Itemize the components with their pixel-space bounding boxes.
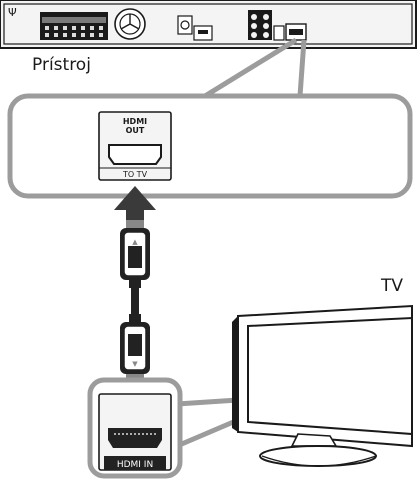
hdmi-out-port: HDMI OUT TO TV xyxy=(98,111,172,181)
speaker-terminals xyxy=(40,12,108,40)
hdmi-out-port-small xyxy=(285,23,307,41)
device-label: Prístroj xyxy=(32,55,91,75)
av-jacks xyxy=(248,10,285,41)
hdmi-out-label-line2: OUT xyxy=(126,126,145,135)
hdmi-out-label-line1: HDMI xyxy=(123,117,147,126)
svg-text:▲: ▲ xyxy=(132,238,138,246)
tv-label: TV xyxy=(381,276,404,296)
hdmi-in-port: HDMI IN xyxy=(98,393,172,471)
hdmi-cable: ▲ ▼ xyxy=(120,228,150,374)
svg-text:▼: ▼ xyxy=(132,360,138,368)
cable-plug-top: ▲ xyxy=(120,228,150,288)
tv-icon xyxy=(232,304,413,467)
device-rear-panel: Ψ xyxy=(0,0,417,49)
cable-plug-bottom: ▼ xyxy=(120,314,150,374)
arrow-up-icon xyxy=(114,186,156,228)
fan-icon xyxy=(114,8,146,40)
hdmi-in-caption: HDMI IN xyxy=(117,460,153,470)
to-tv-caption: TO TV xyxy=(122,170,148,179)
svg-text:Ψ: Ψ xyxy=(8,6,17,19)
antenna-connectors xyxy=(177,15,213,41)
